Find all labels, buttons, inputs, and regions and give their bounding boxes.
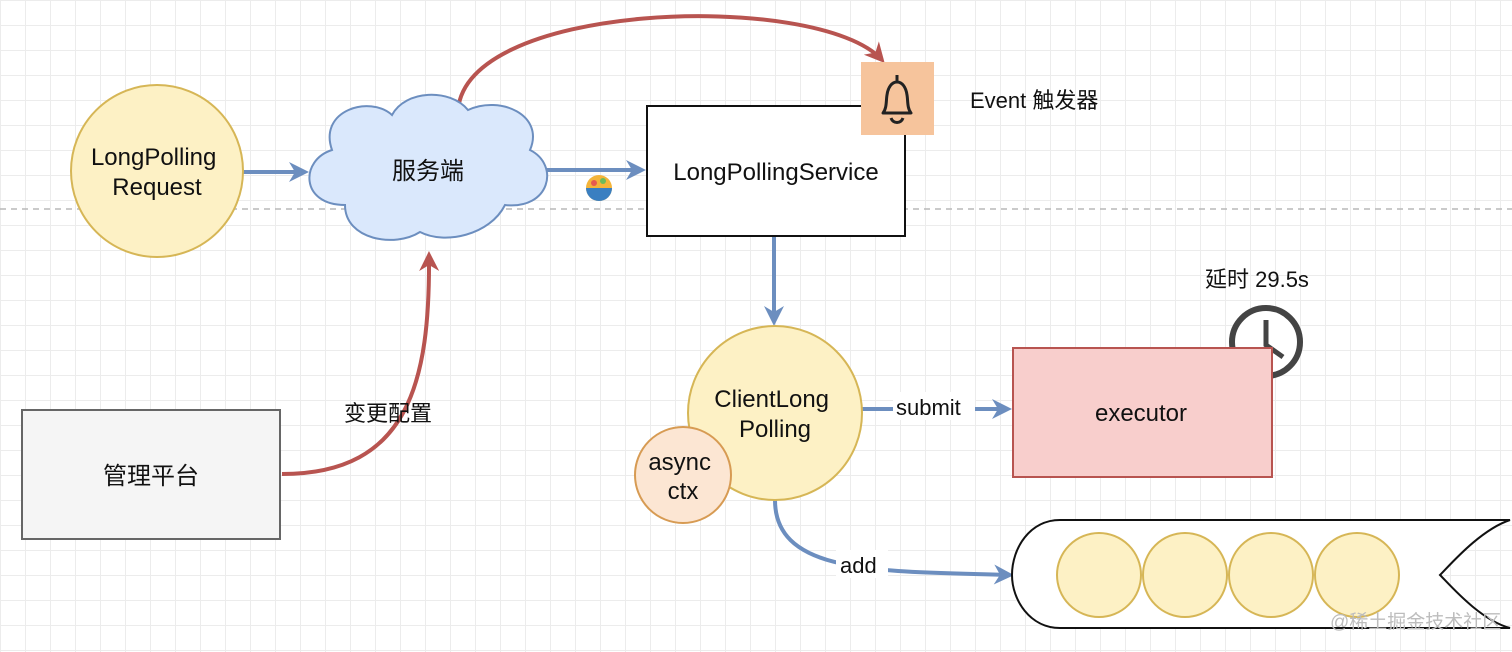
queue-items — [1056, 532, 1400, 618]
queue-item — [1056, 532, 1142, 618]
watermark: @稀土掘金技术社区 — [1330, 611, 1501, 633]
event-trigger-label: Event 触发器 — [970, 88, 1098, 113]
node-async-label: async ctx — [648, 449, 717, 505]
edge-label-bg — [893, 392, 975, 420]
node-request-label: LongPolling Request — [91, 144, 223, 201]
node-server-label: 服务端 — [392, 158, 464, 185]
edge-label-bg — [836, 550, 888, 578]
node-executor: executor — [1012, 347, 1273, 478]
queue-icon — [1010, 519, 1511, 629]
edge-label-submit: submit — [896, 395, 961, 420]
node-executor-label: executor — [1095, 400, 1187, 427]
queue-item — [1142, 532, 1228, 618]
edge-label-change-config: 变更配置 — [344, 401, 432, 426]
node-server-cloud: 服务端 — [308, 93, 549, 241]
node-admin-platform: 管理平台 — [21, 409, 281, 540]
edge-client-to-queue — [773, 499, 1014, 585]
node-service-label: LongPollingService — [673, 159, 878, 186]
queue-item — [1314, 532, 1400, 618]
node-admin-label: 管理平台 — [103, 463, 199, 490]
node-client-longpolling: ClientLong Polling — [687, 325, 863, 501]
edge-server-to-event — [455, 14, 885, 119]
queue-item — [1228, 532, 1314, 618]
delay-label: 延时 29.5s — [1205, 267, 1309, 292]
bowl-icon — [586, 175, 612, 201]
edge-admin-to-server — [281, 251, 440, 476]
bell-icon — [861, 62, 934, 135]
node-async-ctx: async ctx — [634, 426, 732, 524]
node-longpolling-request: LongPolling Request — [70, 84, 244, 258]
edge-label-add: add — [840, 553, 877, 578]
node-client-label: ClientLong Polling — [714, 386, 835, 443]
